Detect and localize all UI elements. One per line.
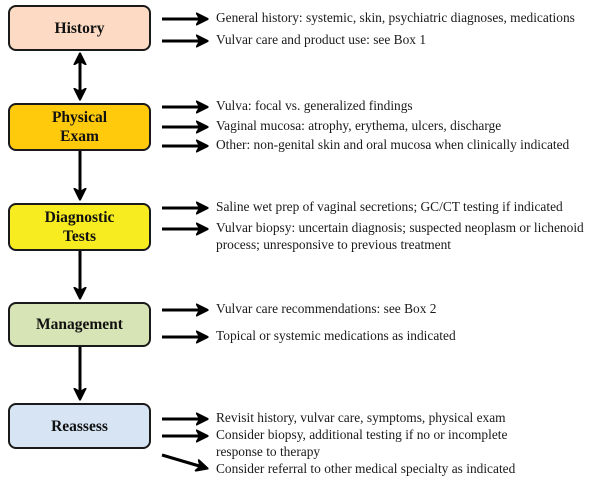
history-item: Vulvar care and product use: see Box 1 [216, 32, 427, 47]
management-item: Vulvar care recommendations: see Box 2 [216, 301, 437, 316]
history-item: General history: systemic, skin, psychia… [216, 10, 575, 25]
step-label: History [54, 19, 105, 37]
reassess-item-continued: response to therapy [216, 444, 321, 459]
reassess-item: Consider referral to other medical speci… [216, 461, 516, 476]
reassess-item: Consider biopsy, additional testing if n… [216, 427, 508, 442]
step-history: History [8, 5, 151, 51]
diagnostic-tests-item: Saline wet prep of vaginal secretions; G… [216, 199, 563, 214]
step-reassess: Reassess [8, 403, 151, 449]
management-item: Topical or systemic medications as indic… [216, 328, 456, 343]
step-management: Management [8, 302, 151, 347]
step-label: Reassess [51, 417, 108, 435]
arrow-reassess-item-3 [161, 453, 206, 468]
physical-exam-item: Vaginal mucosa: atrophy, erythema, ulcer… [216, 118, 502, 133]
step-label: Physical Exam [51, 109, 108, 145]
step-label: Diagnostic Tests [44, 209, 115, 245]
step-diagnostic-tests: Diagnostic Tests [8, 203, 151, 251]
diagnostic-tests-item-continued: process; unresponsive to previous treatm… [216, 237, 452, 252]
physical-exam-item: Other: non-genital skin and oral mucosa … [216, 137, 570, 152]
reassess-item: Revisit history, vulvar care, symptoms, … [216, 410, 506, 425]
diagnostic-tests-item: Vulvar biopsy: uncertain diagnosis; susp… [216, 220, 584, 235]
step-physical-exam: Physical Exam [8, 103, 151, 151]
physical-exam-item: Vulva: focal vs. generalized findings [216, 98, 413, 113]
step-label: Management [36, 316, 123, 333]
